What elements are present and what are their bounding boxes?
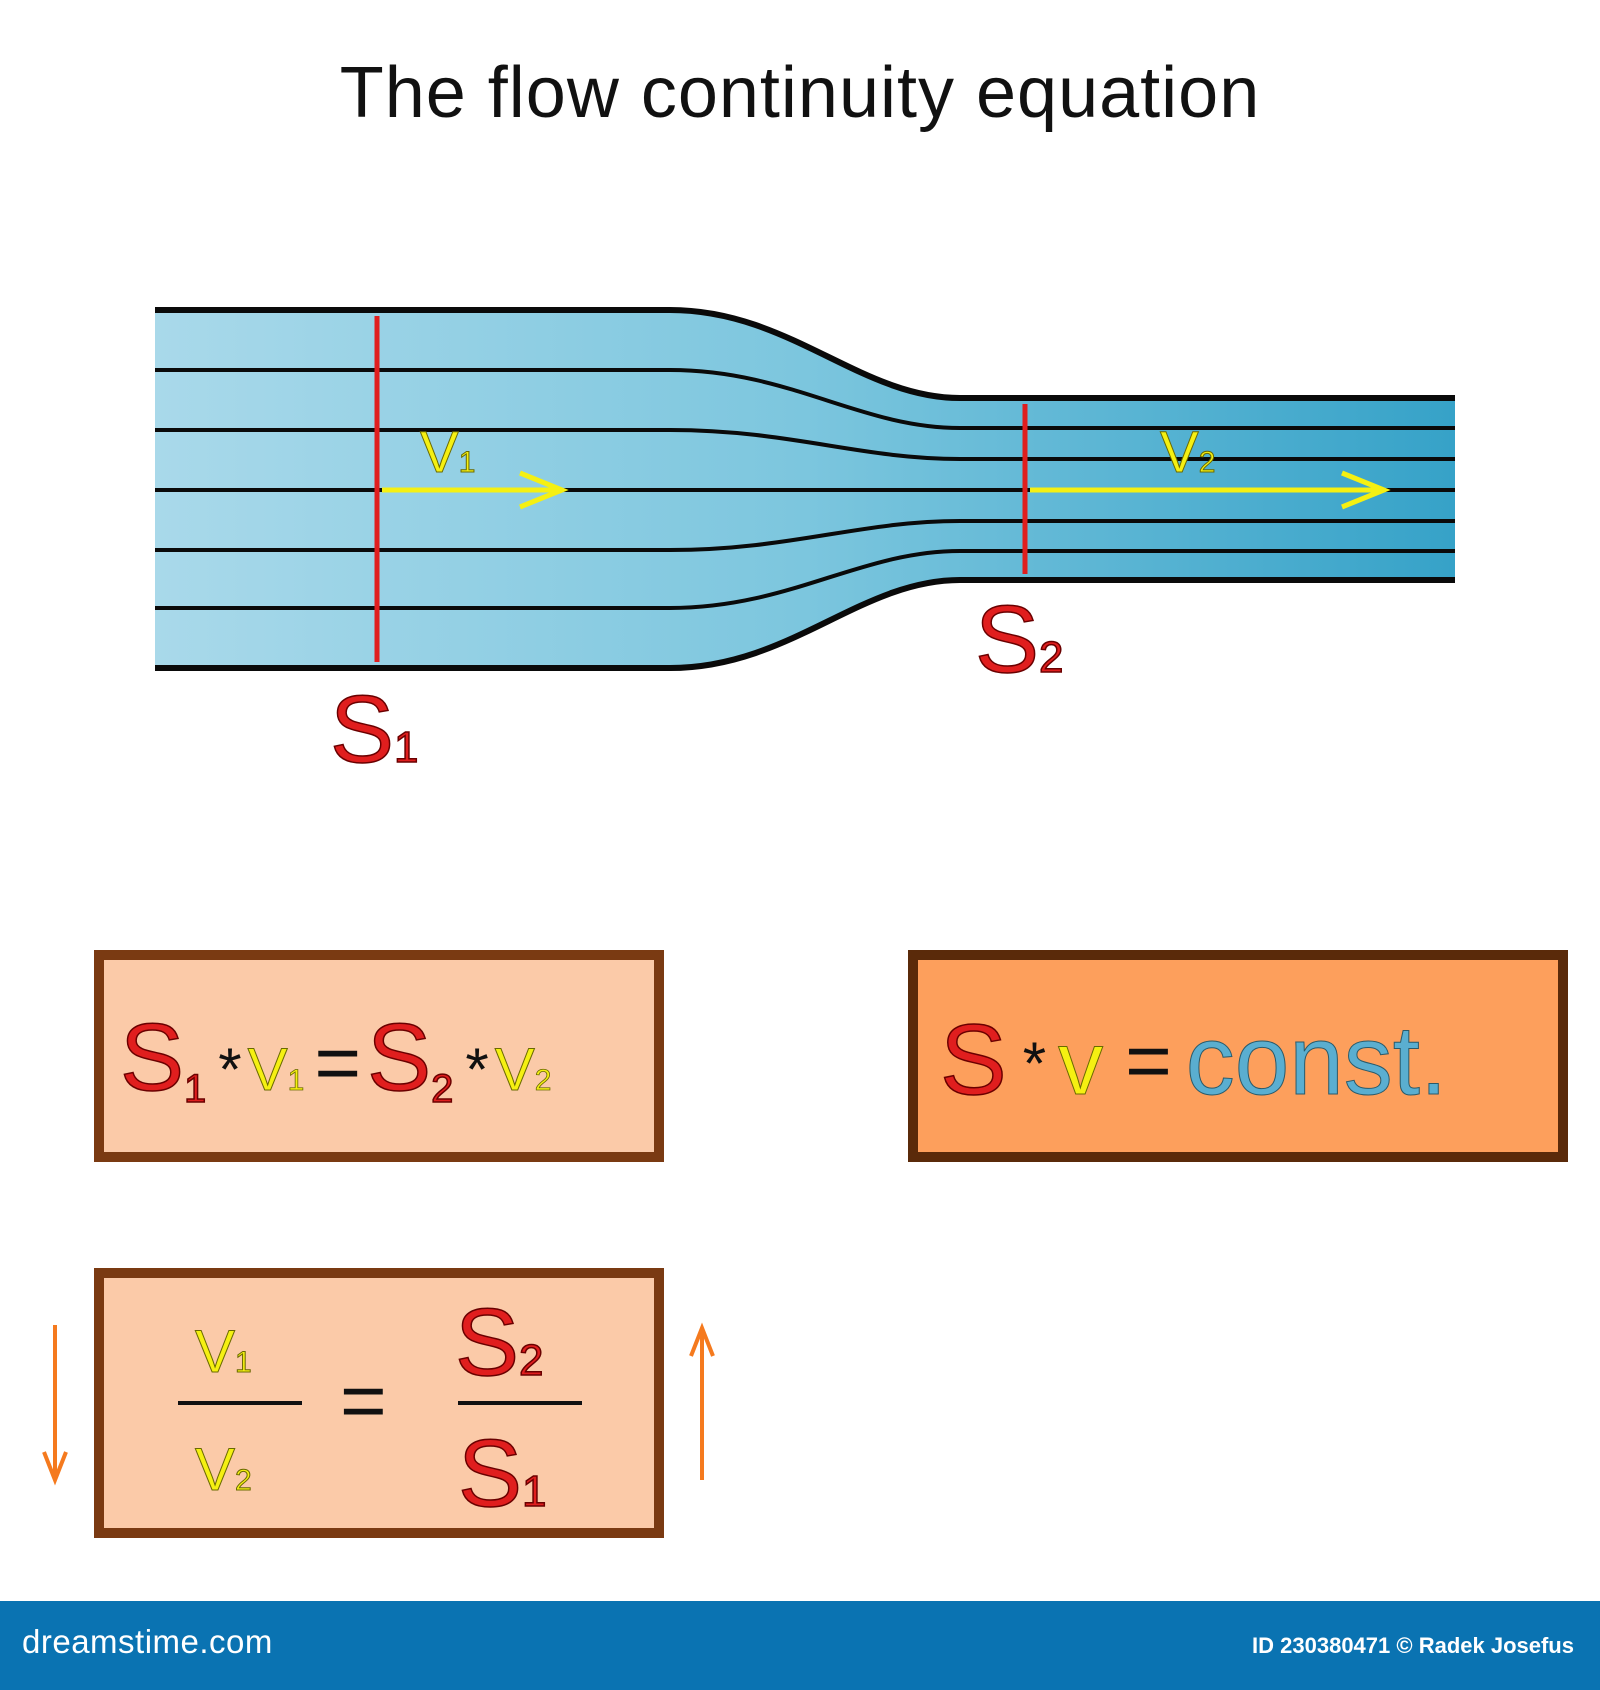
ratio-equals: =: [340, 1356, 387, 1445]
label-s1: S1: [330, 676, 419, 783]
eq1-times-1: *: [218, 1036, 241, 1103]
ratio-s1-subscript: 1: [522, 1467, 546, 1516]
label-v1-letter: V: [420, 420, 459, 485]
velocity-arrow-v1: [382, 470, 569, 510]
arrow-up-icon: [689, 1322, 715, 1480]
eq1-s1: S: [120, 1004, 184, 1111]
label-s1-subscript: 1: [394, 723, 418, 772]
box-const-equation: [908, 950, 1568, 1162]
ratio-v1-subscript: 1: [235, 1346, 252, 1379]
equation-products: S1*V1=S2*V2: [120, 1004, 551, 1111]
image-credit: ID 230380471 © Radek Josefus: [1252, 1633, 1574, 1658]
pipe-walls: [155, 307, 1455, 671]
arrow-down-icon: [42, 1325, 68, 1486]
eq1-equals: =: [314, 1018, 361, 1107]
ratio-v2: V: [195, 1436, 235, 1503]
eq2-s: S: [940, 1004, 1007, 1116]
eq2-equals: =: [1125, 1016, 1172, 1105]
eq1-v2: V: [495, 1036, 535, 1103]
eq1-times-2: *: [465, 1036, 488, 1103]
eq1-s1-subscript: 1: [184, 1067, 206, 1111]
ratio-s1: S: [458, 1420, 522, 1527]
flow-diagram: V1 V2 S1 S2 S1*V1=S2*V2 S*v=const. V1 V2…: [42, 307, 1568, 1538]
brand-logo[interactable]: dreamstime.com: [22, 1623, 273, 1660]
box-product-equation: [94, 950, 664, 1162]
ratio-right-numerator: S2: [455, 1289, 544, 1396]
label-v1: V1: [420, 420, 475, 485]
ratio-s2-subscript: 2: [519, 1336, 543, 1385]
ratio-s2: S: [455, 1289, 519, 1396]
eq1-v1-subscript: 1: [288, 1064, 305, 1097]
label-s2-letter: S: [975, 586, 1039, 693]
eq2-const: const.: [1186, 1005, 1447, 1115]
page-title: The flow continuity equation: [339, 53, 1261, 133]
label-s1-letter: S: [330, 676, 394, 783]
ratio-left-numerator: V1: [195, 1318, 252, 1385]
streamlines: [155, 368, 1455, 610]
label-v2-subscript: 2: [1199, 446, 1216, 479]
eq1-v1: V: [248, 1036, 288, 1103]
label-v2: V2: [1160, 420, 1215, 485]
label-s2: S2: [975, 586, 1064, 693]
equation-const: S*v=const.: [940, 1004, 1447, 1116]
ratio-right-denominator: S1: [458, 1420, 547, 1527]
eq1-v2-subscript: 2: [535, 1064, 552, 1097]
eq2-times: *: [1023, 1030, 1046, 1097]
label-v1-subscript: 1: [459, 446, 476, 479]
label-v2-letter: V: [1160, 420, 1199, 485]
ratio-v2-subscript: 2: [235, 1464, 252, 1497]
label-s2-subscript: 2: [1039, 633, 1063, 682]
ratio-left-denominator: V2: [195, 1436, 252, 1503]
ratio-v1: V: [195, 1318, 235, 1385]
eq2-v: v: [1058, 1014, 1103, 1114]
eq1-s2-subscript: 2: [431, 1067, 453, 1111]
velocity-arrow-v2: [1030, 470, 1391, 510]
eq1-s2: S: [367, 1004, 431, 1111]
footer-bar: dreamstime.com ID 230380471 © Radek Jose…: [0, 1601, 1600, 1690]
